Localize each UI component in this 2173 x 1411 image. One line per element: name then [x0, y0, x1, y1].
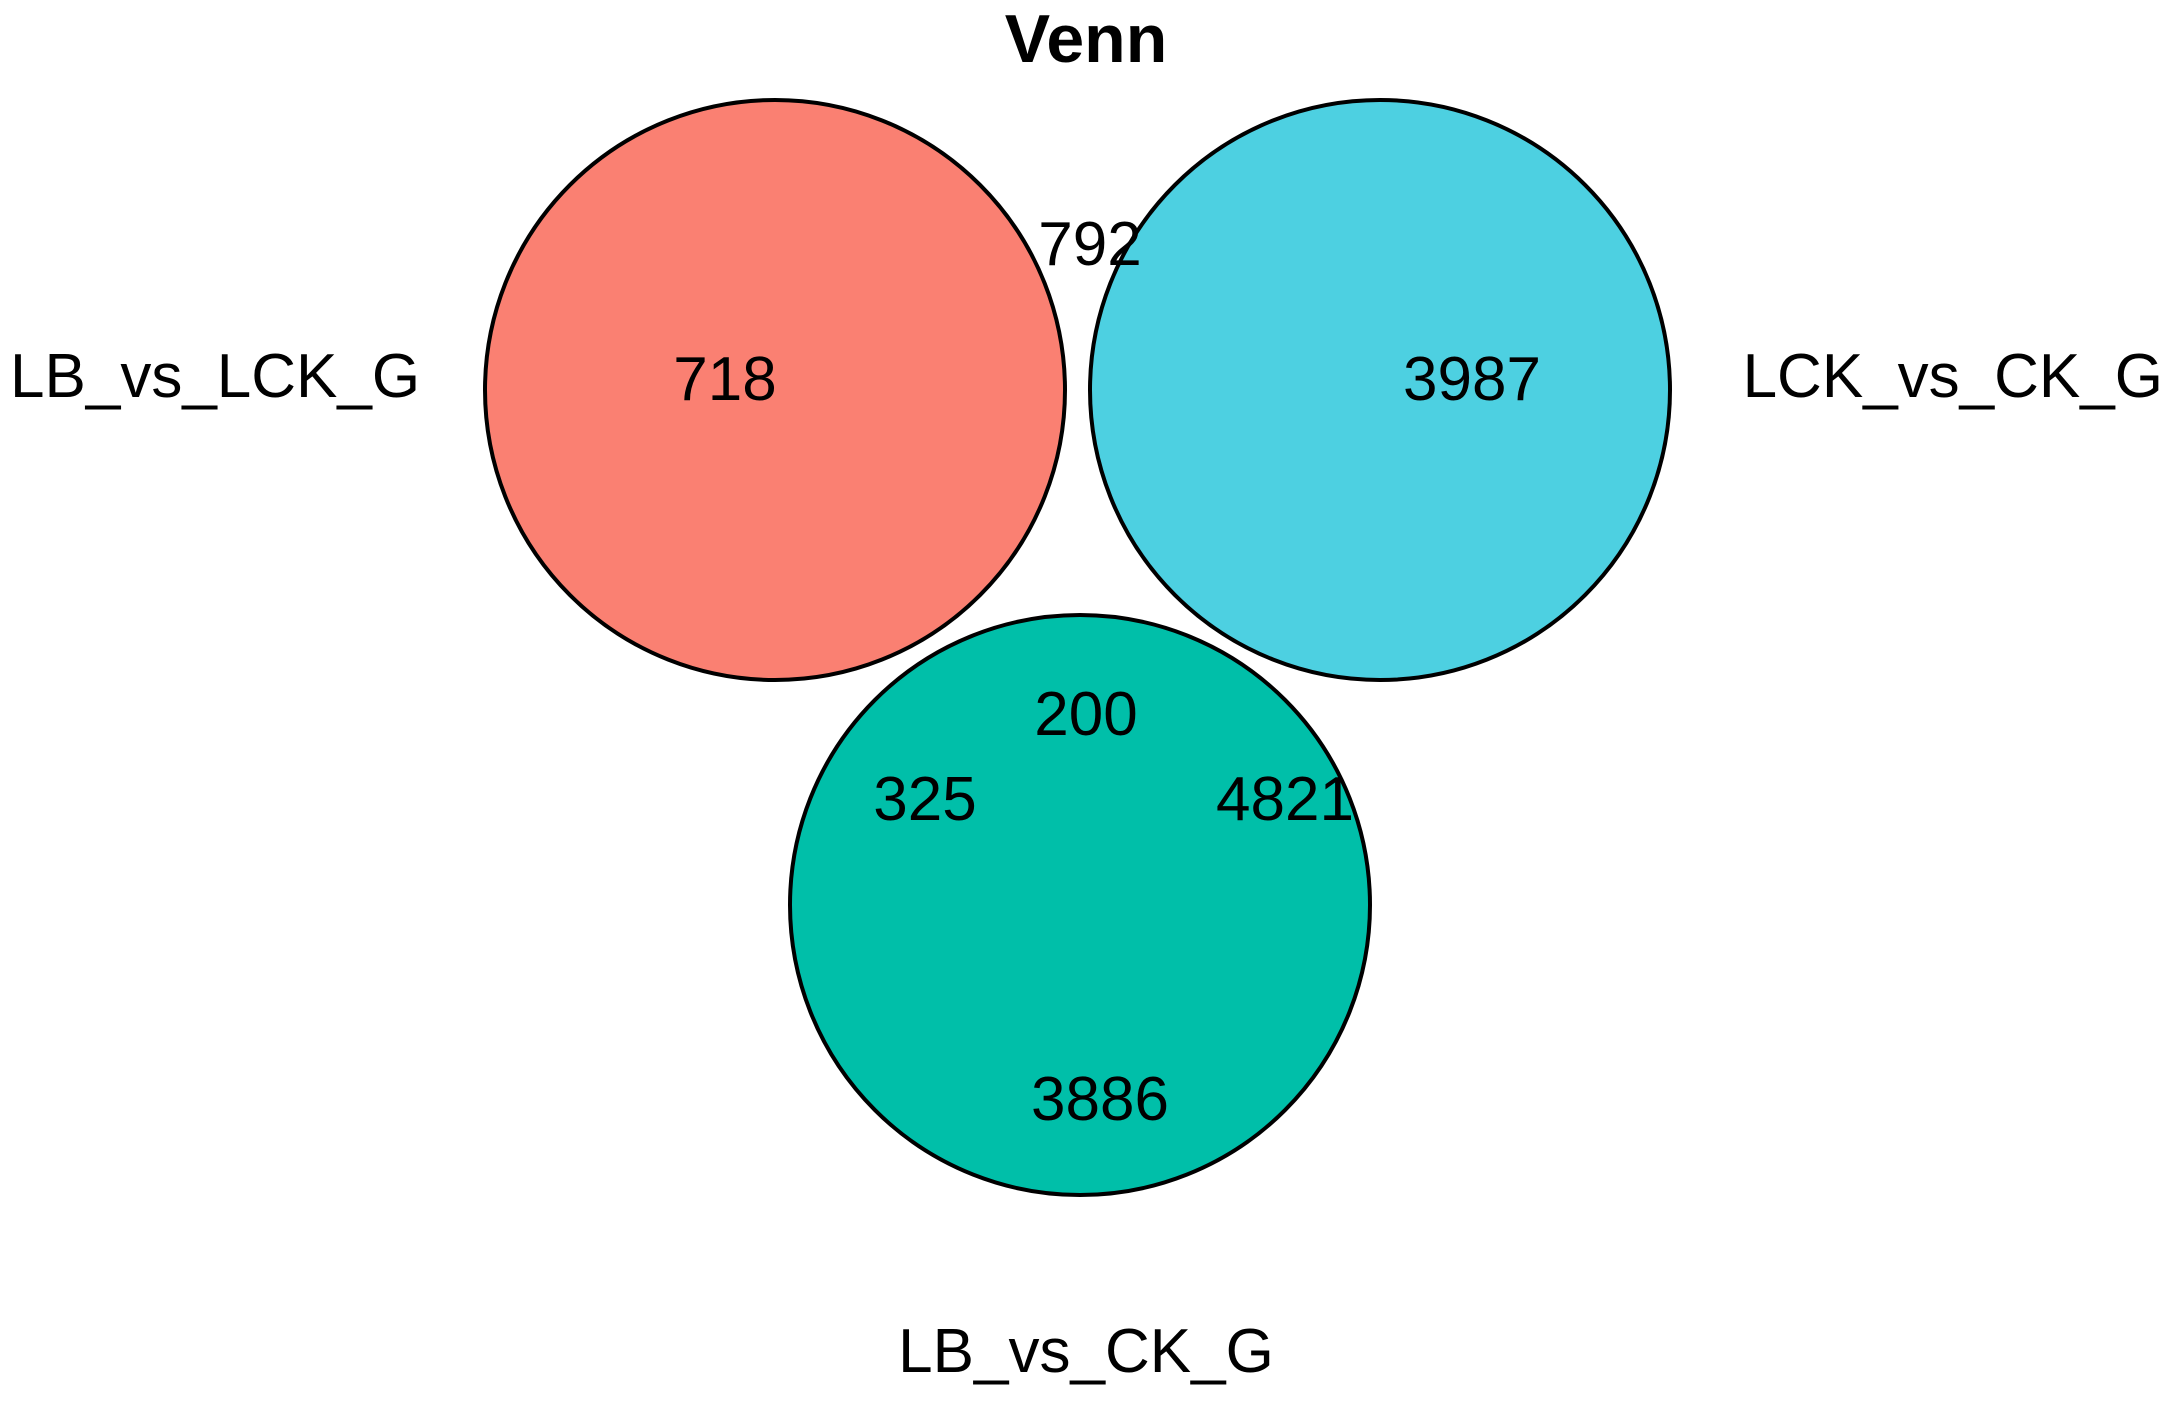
count-left-bottom: 325 [873, 765, 976, 834]
count-bottom-only: 3886 [1031, 1065, 1169, 1134]
count-left-right: 792 [1038, 210, 1141, 279]
set-label-right: LCK_vs_CK_G [1743, 342, 2163, 411]
circle-fill-left [485, 100, 1065, 680]
circle-outline-right [1088, 98, 1672, 682]
figure-title: Venn [1005, 1, 1168, 77]
count-right-bottom: 4821 [1216, 765, 1354, 834]
circle-fill-right [1090, 100, 1670, 680]
circle-fill-bottom [790, 615, 1370, 1195]
count-right-only: 3987 [1403, 345, 1541, 414]
count-left-only: 718 [673, 345, 776, 414]
set-label-left: LB_vs_LCK_G [10, 342, 420, 411]
count-all-three: 200 [1034, 680, 1137, 749]
circle-outline-bottom [788, 613, 1372, 1197]
circle-outline-left [483, 98, 1067, 682]
set-label-bottom: LB_vs_CK_G [898, 1317, 1274, 1386]
